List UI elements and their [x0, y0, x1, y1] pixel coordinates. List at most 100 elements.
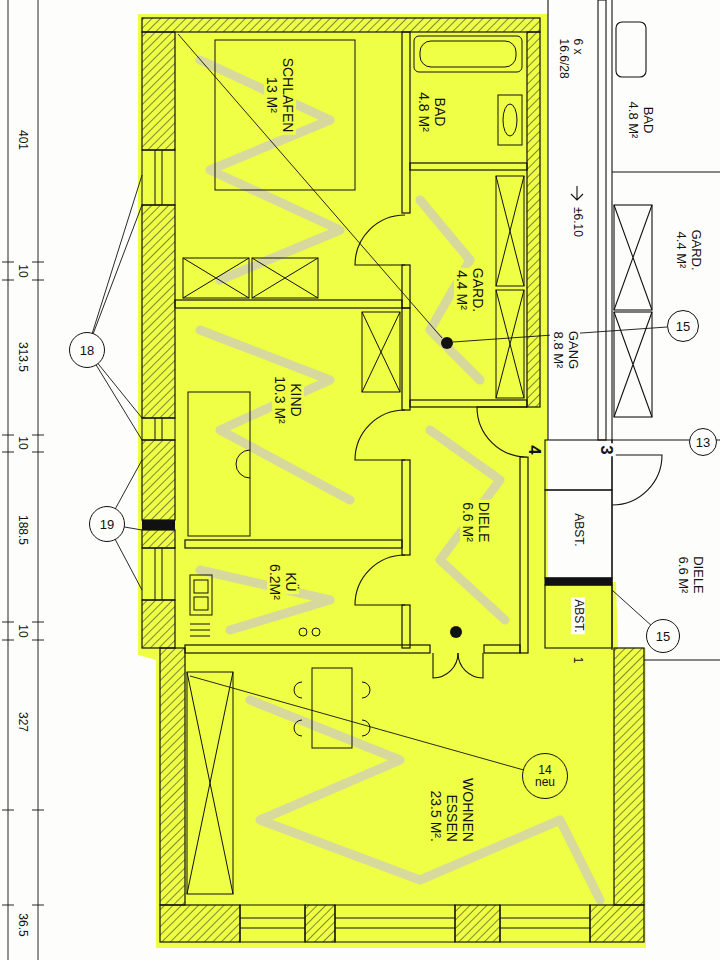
room-name: ABST. [571, 597, 585, 634]
room: ABST. [545, 490, 612, 578]
room: DIELE6.6 M² [612, 445, 720, 645]
room-name: KÜ [283, 570, 299, 593]
neighbour-flat [611, 0, 612, 650]
furniture [312, 668, 352, 748]
furniture [503, 104, 517, 136]
room-name: DIELE [476, 500, 492, 544]
furniture [299, 628, 307, 636]
neighbour-flat [612, 171, 720, 172]
window [142, 150, 590, 942]
callout-number: 15 [674, 320, 692, 333]
leader-line [178, 34, 442, 338]
neighbour-flat [616, 22, 646, 77]
stair-area [547, 0, 548, 440]
outer-wall [455, 905, 500, 942]
outer-wall [590, 905, 644, 942]
window [142, 150, 175, 205]
inner-wall [520, 457, 528, 653]
inner-wall [402, 32, 410, 213]
room-name: SCHLAFEN [280, 56, 296, 135]
callout-circle: 14 neu [522, 753, 568, 799]
inner-wall [410, 163, 527, 170]
dimension: 10 [15, 434, 29, 451]
room-label: BAD4.8 M² [625, 100, 655, 141]
callout-circle: 18 [69, 332, 105, 368]
dimension-line [2, 0, 44, 960]
leader-line [87, 34, 667, 776]
callout-circle: 19 [89, 506, 125, 542]
furniture [362, 312, 400, 392]
room-label: KÜ6.2M² [267, 562, 299, 602]
inner-wall [185, 540, 402, 548]
window [500, 928, 590, 929]
stair-area [571, 186, 583, 200]
furniture [414, 36, 522, 72]
door-swing [458, 653, 483, 678]
outer-wall [527, 32, 540, 407]
room-label: ABST. [571, 511, 585, 548]
inner-wall [402, 308, 410, 410]
room-area: 4.4 M² [673, 230, 688, 271]
dimension: 10 [15, 262, 29, 279]
leader-line [87, 205, 142, 350]
dimension: 401 [15, 128, 29, 152]
note: ±6.10 [570, 205, 584, 239]
dimension: 188.5 [15, 513, 29, 547]
outer-wall [160, 648, 185, 905]
room-label: ABST. [571, 597, 585, 634]
room-area: 6.6 M² [460, 500, 476, 544]
window [162, 418, 163, 440]
room: KIND10.3 M² [175, 308, 402, 540]
callout-circle: 15 [667, 310, 699, 342]
room-name: GARD. [688, 227, 703, 272]
grid-dot [441, 337, 453, 349]
window [162, 548, 163, 600]
inner-wall [484, 645, 520, 653]
step-number: 4 [524, 443, 544, 456]
room-label: KIND10.3 M² [272, 374, 304, 425]
furniture [190, 624, 210, 636]
furniture [420, 41, 516, 67]
leader-line [87, 175, 142, 350]
dimension-line [38, 0, 39, 960]
window [500, 905, 590, 942]
door-swing [355, 215, 662, 678]
room-label: DIELE6.6 M² [460, 500, 492, 544]
marker-scribble [200, 60, 340, 280]
room-area: 6.2M² [267, 562, 283, 602]
inner-wall [185, 645, 430, 653]
room-label: GARD.4.4 M² [454, 266, 486, 314]
stair-area [545, 578, 612, 585]
furniture [190, 575, 212, 615]
stair-area [545, 490, 612, 578]
room: GARD.4.4 M² [612, 175, 720, 440]
neighbour-flat [614, 312, 652, 417]
room-label: BAD4.8 M² [416, 90, 448, 134]
room-label: SCHLAFEN13 M² [264, 56, 296, 135]
room: BAD4.8 M² [410, 32, 527, 163]
furniture [183, 258, 249, 298]
furniture [252, 258, 318, 298]
room-label: GANG8.8 M² [550, 329, 580, 371]
inner-wall [402, 265, 410, 308]
window [335, 918, 455, 919]
stair-area [545, 585, 612, 648]
marker-scribble [200, 570, 330, 630]
room: SCHLAFEN13 M² [175, 32, 402, 300]
callout-number: 15 [654, 630, 672, 643]
stair-area [598, 0, 606, 440]
room-area: 23.5 M². [428, 789, 444, 844]
grid-dot [441, 337, 462, 638]
dimension: 10 [15, 622, 29, 639]
furniture [194, 580, 208, 593]
room-name: GARD. [470, 266, 486, 314]
neighbour-flat [614, 312, 652, 417]
grid-dot [450, 626, 462, 638]
neighbour-flat [614, 205, 652, 310]
door-swing [612, 455, 662, 505]
door-swing [477, 407, 527, 457]
